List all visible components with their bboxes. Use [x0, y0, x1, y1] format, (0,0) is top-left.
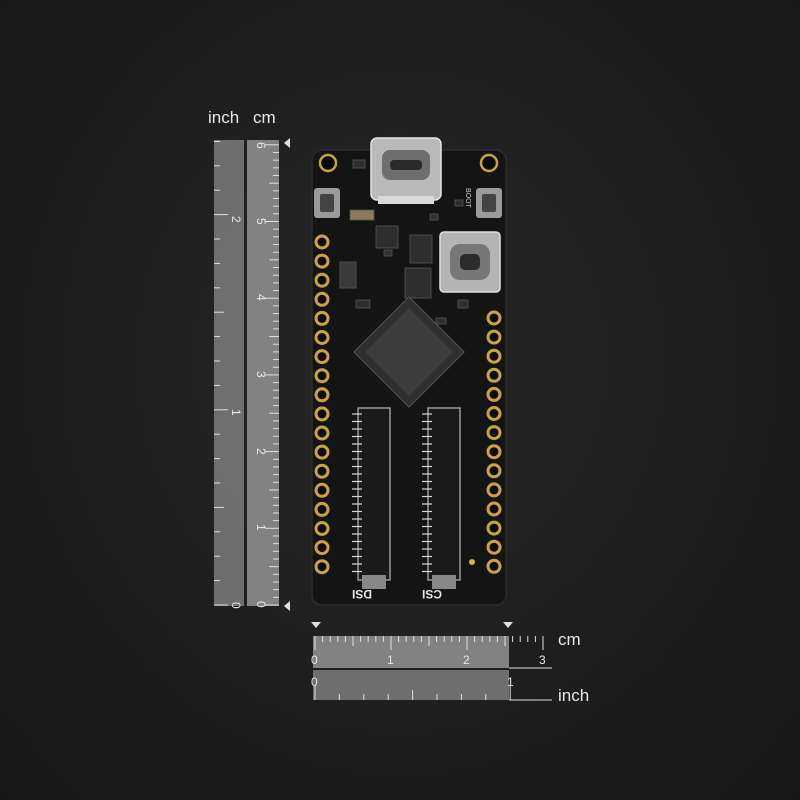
- v-cm-tick-3: 3: [254, 371, 268, 378]
- header-pad-icon: [314, 234, 330, 250]
- h-cm-tick-3: 3: [539, 653, 546, 667]
- header-pad-icon: [486, 406, 502, 421]
- header-pad-icon: [314, 540, 330, 556]
- header-pad-icon: [314, 559, 330, 575]
- header-pad-icon: [486, 444, 502, 460]
- header-pad-icon: [486, 348, 502, 364]
- header-pad-icon: [314, 406, 330, 422]
- header-pad-icon: [486, 329, 502, 345]
- csi-connector: [422, 407, 461, 589]
- inch-label-top: inch: [208, 108, 240, 127]
- header-pad-icon: [314, 444, 330, 460]
- h-cm-tick-2: 2: [463, 653, 470, 667]
- header-pad-icon: [314, 425, 330, 441]
- csi-silkscreen: CSI: [422, 587, 442, 601]
- dsi-connector: [352, 407, 391, 589]
- usb-c-connector-side: [439, 231, 501, 293]
- header-pad-icon: [486, 386, 502, 402]
- inch-label-bottom: inch: [558, 686, 590, 705]
- v-inch-tick-1: 1: [229, 409, 243, 416]
- main-mcu-chip: [353, 296, 465, 408]
- v-cm-tick-4: 4: [254, 294, 268, 301]
- header-pad-icon: [314, 330, 330, 345]
- header-pad-icon: [486, 539, 502, 555]
- header-pad-icon: [314, 387, 330, 403]
- header-pad-icon: [486, 367, 502, 383]
- left-pin-header: [314, 234, 330, 575]
- v-inch-tick-0: 0: [229, 602, 243, 609]
- led-icon: [469, 559, 475, 565]
- v-cm-tick-1: 1: [254, 524, 268, 531]
- cm-label-bottom: cm: [558, 630, 581, 649]
- dev-board: DSI CSI BOOT: [311, 137, 507, 606]
- header-pad-icon: [486, 425, 502, 441]
- header-pad-icon: [486, 463, 502, 479]
- vertical-ruler-labels: 2 1 0 6 5 4 3 2 1 0: [229, 142, 268, 609]
- header-pad-icon: [486, 520, 502, 536]
- horizontal-ruler-labels: 0 1 2 3 0 1: [311, 653, 546, 689]
- header-pad-icon: [486, 310, 502, 326]
- horizontal-ruler: [311, 622, 552, 701]
- h-inch-tick-0: 0: [311, 675, 318, 689]
- smd-components: [339, 159, 469, 325]
- mount-hole-icon: [318, 153, 338, 173]
- header-pad-icon: [314, 482, 330, 498]
- v-cm-tick-2: 2: [254, 448, 268, 455]
- header-pad-icon: [486, 482, 502, 498]
- header-pad-icon: [314, 349, 330, 365]
- v-inch-tick-2: 2: [229, 216, 243, 223]
- header-pad-icon: [314, 310, 330, 326]
- header-pad-icon: [314, 501, 330, 517]
- header-pad-icon: [314, 291, 330, 307]
- reset-button: [314, 188, 340, 218]
- usb-c-connector-top: [370, 137, 442, 204]
- mount-hole-icon: [479, 153, 499, 173]
- boot-button: [476, 188, 502, 218]
- header-pad-icon: [314, 463, 330, 479]
- header-pad-icon: [314, 253, 330, 269]
- dsi-silkscreen: DSI: [352, 587, 372, 601]
- h-cm-tick-0: 0: [311, 653, 318, 667]
- header-pad-icon: [314, 521, 330, 536]
- boot-silkscreen: BOOT: [464, 188, 471, 209]
- v-cm-tick-6: 6: [254, 142, 268, 149]
- header-pad-icon: [486, 558, 502, 574]
- cm-label-top: cm: [253, 108, 276, 127]
- vertical-ruler: [214, 138, 290, 611]
- header-pad-icon: [486, 501, 502, 517]
- header-pad-icon: [314, 272, 330, 288]
- right-pin-header: [486, 310, 502, 574]
- v-cm-tick-0: 0: [254, 601, 268, 608]
- h-inch-tick-1: 1: [507, 675, 514, 689]
- v-cm-tick-5: 5: [254, 218, 268, 225]
- h-cm-tick-1: 1: [387, 653, 394, 667]
- header-pad-icon: [314, 368, 330, 384]
